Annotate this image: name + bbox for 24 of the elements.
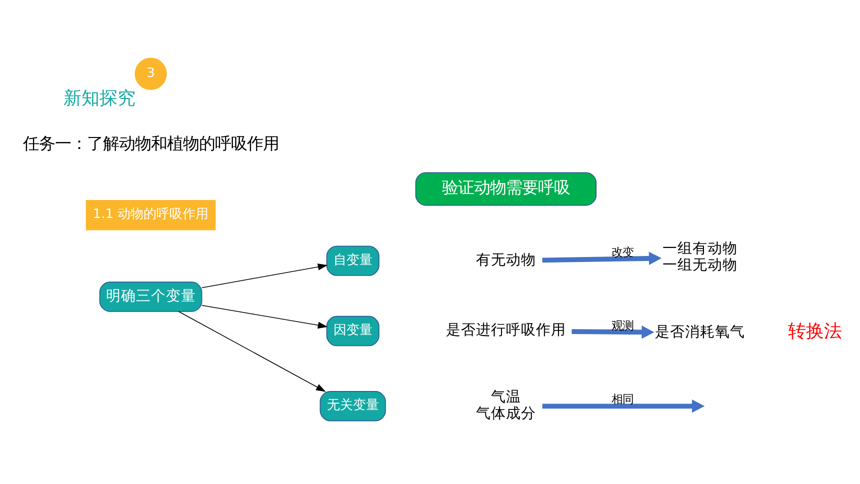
node-text: 有无动物 — [476, 251, 536, 268]
arrow — [542, 400, 705, 413]
node-text: 是否进行呼吸作用 — [446, 322, 566, 339]
arrow — [202, 304, 328, 329]
node-text: 一组有动物 一组无动物 — [662, 240, 738, 274]
node-box: 验证动物需要呼吸 — [415, 172, 597, 206]
edge-label: 观测 — [612, 318, 634, 333]
arrow — [178, 311, 326, 392]
node-text: 是否消耗氧气 — [655, 323, 746, 340]
node-box: 因变量 — [326, 316, 380, 346]
arrow — [542, 252, 662, 266]
arrow — [202, 264, 328, 288]
node-label: 新知探究 — [63, 88, 136, 109]
node-text: 气温 气体成分 — [476, 388, 536, 422]
label: 任务一：了解动物和植物的呼吸作用 — [22, 134, 279, 153]
node-box: 无关变量 — [320, 391, 386, 422]
node-box: 自变量 — [326, 246, 380, 276]
edge-label: 改变 — [612, 245, 634, 260]
label: 转换法 — [788, 321, 842, 342]
edge-label: 相同 — [612, 392, 634, 406]
node-box: 明确三个变量 — [99, 282, 202, 312]
node-box: 1.1 动物的呼吸作用 — [86, 200, 216, 230]
arrow — [572, 326, 654, 339]
node-circle: 3 — [134, 58, 167, 90]
